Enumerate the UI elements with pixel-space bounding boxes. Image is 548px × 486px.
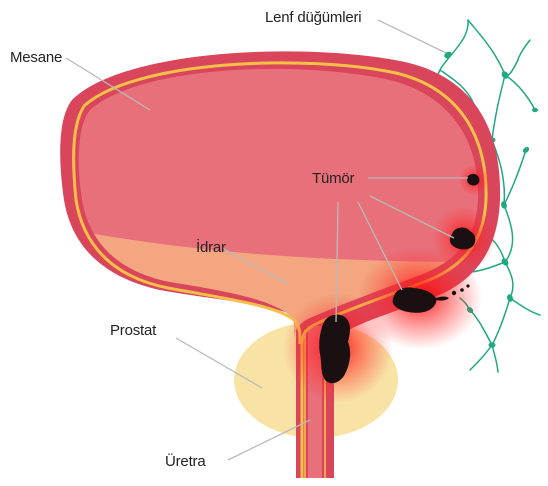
label-urethra: Üretra xyxy=(165,452,206,470)
label-tumor: Tümör xyxy=(312,170,355,187)
label-urine: İdrar xyxy=(196,238,226,256)
label-bladder: Mesane xyxy=(10,49,62,66)
label-prostate: Prostat xyxy=(110,322,157,339)
label-lymph-nodes: Lenf düğümleri xyxy=(265,9,361,26)
tumor-urethral xyxy=(319,315,350,384)
